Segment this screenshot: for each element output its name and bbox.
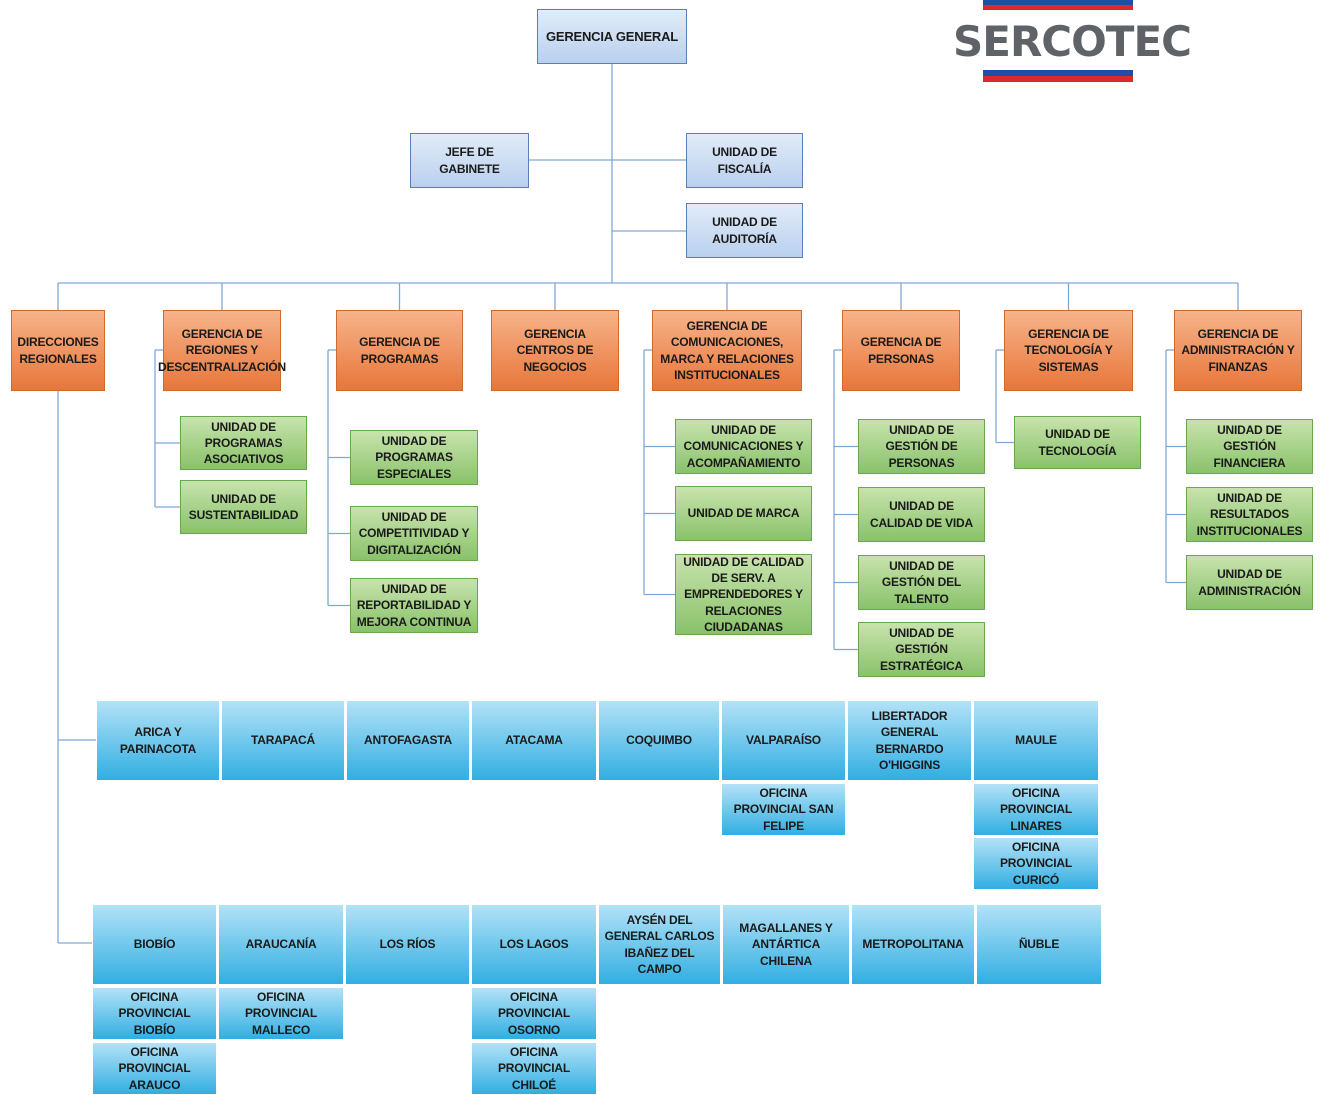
region-box-row1-3: ATACAMA	[471, 700, 597, 781]
oficina-box-row1-5-0: OFICINA PROVINCIAL SAN FELIPE	[721, 783, 846, 836]
oficina-box-row2-3-0: OFICINA PROVINCIAL OSORNO	[471, 987, 597, 1040]
unidad-box-2-2: UNIDAD DE REPORTABILIDAD Y MEJORA CONTIN…	[350, 578, 478, 633]
region-box-row1-1: TARAPACÁ	[221, 700, 345, 781]
unidad-box-1-1: UNIDAD DE SUSTENTABILIDAD	[180, 480, 307, 534]
region-box-row2-2: LOS RÍOS	[345, 904, 470, 985]
unidad-auditoria-box: UNIDAD DE AUDITORÍA	[686, 203, 803, 258]
gerencia-box-4: GERENCIA DE COMUNICACIONES, MARCA Y RELA…	[652, 310, 802, 391]
region-box-row2-0: BIOBÍO	[92, 904, 217, 985]
oficina-box-row1-7-1: OFICINA PROVINCIAL CURICÓ	[973, 837, 1099, 890]
unidad-box-2-1: UNIDAD DE COMPETITIVIDAD Y DIGITALIZACIÓ…	[350, 506, 478, 561]
unidad-box-4-1: UNIDAD DE MARCA	[675, 486, 812, 541]
oficina-box-row1-7-0: OFICINA PROVINCIAL LINARES	[973, 783, 1099, 836]
gerencia-box-3: GERENCIA CENTROS DE NEGOCIOS	[491, 310, 619, 391]
region-box-row2-1: ARAUCANÍA	[218, 904, 344, 985]
logo-flag-stripe-top	[983, 0, 1133, 10]
region-box-row2-3: LOS LAGOS	[471, 904, 597, 985]
unidad-fiscalia-box: UNIDAD DE FISCALÍA	[686, 133, 803, 188]
oficina-box-row2-3-1: OFICINA PROVINCIAL CHILOÉ	[471, 1042, 597, 1095]
oficina-box-row2-0-0: OFICINA PROVINCIAL BIOBÍO	[92, 987, 217, 1040]
gerencia-general-box: GERENCIA GENERAL	[537, 9, 687, 64]
region-box-row1-0: ARICA Y PARINACOTA	[96, 700, 220, 781]
oficina-box-row2-1-0: OFICINA PROVINCIAL MALLECO	[218, 987, 344, 1040]
gerencia-box-0: DIRECCIONES REGIONALES	[11, 310, 105, 391]
unidad-box-6-0: UNIDAD DE TECNOLOGÍA	[1014, 416, 1141, 469]
region-box-row1-2: ANTOFAGASTA	[346, 700, 470, 781]
unidad-box-1-0: UNIDAD DE PROGRAMAS ASOCIATIVOS	[180, 416, 307, 470]
region-box-row2-5: MAGALLANES Y ANTÁRTICA CHILENA	[722, 904, 850, 985]
unidad-box-7-1: UNIDAD DE RESULTADOS INSTITUCIONALES	[1186, 487, 1313, 542]
region-box-row1-6: LIBERTADOR GENERAL BERNARDO O'HIGGINS	[847, 700, 972, 781]
gerencia-box-2: GERENCIA DE PROGRAMAS	[336, 310, 463, 391]
logo-flag-stripe-bottom	[983, 70, 1133, 82]
unidad-box-5-0: UNIDAD DE GESTIÓN DE PERSONAS	[858, 419, 985, 474]
unidad-box-4-2: UNIDAD DE CALIDAD DE SERV. A EMPRENDEDOR…	[675, 554, 812, 635]
gerencia-box-1: GERENCIA DE REGIONES Y DESCENTRALIZACIÓN	[158, 310, 286, 391]
unidad-box-4-0: UNIDAD DE COMUNICACIONES Y ACOMPAÑAMIENT…	[675, 419, 812, 474]
region-box-row1-5: VALPARAÍSO	[721, 700, 846, 781]
gerencia-box-7: GERENCIA DE ADMINISTRACIÓN Y FINANZAS	[1174, 310, 1302, 391]
region-box-row1-7: MAULE	[973, 700, 1099, 781]
region-box-row1-4: COQUIMBO	[598, 700, 720, 781]
unidad-box-5-2: UNIDAD DE GESTIÓN DEL TALENTO	[858, 555, 985, 610]
region-box-row2-7: ÑUBLE	[976, 904, 1102, 985]
unidad-box-7-2: UNIDAD DE ADMINISTRACIÓN	[1186, 555, 1313, 610]
jefe-de-gabinete-box: JEFE DE GABINETE	[410, 133, 529, 188]
unidad-box-5-1: UNIDAD DE CALIDAD DE VIDA	[858, 487, 985, 542]
unidad-box-2-0: UNIDAD DE PROGRAMAS ESPECIALES	[350, 430, 478, 485]
logo-wordmark: SERCOTEC	[953, 17, 1192, 66]
region-box-row2-4: AYSÉN DEL GENERAL CARLOS IBAÑEZ DEL CAMP…	[598, 904, 721, 985]
region-box-row2-6: METROPOLITANA	[851, 904, 975, 985]
unidad-box-7-0: UNIDAD DE GESTIÓN FINANCIERA	[1186, 419, 1313, 474]
sercotec-logo: SERCOTEC	[953, 0, 1192, 86]
unidad-box-5-3: UNIDAD DE GESTIÓN ESTRATÉGICA	[858, 622, 985, 677]
gerencia-box-5: GERENCIA DE PERSONAS	[842, 310, 960, 391]
gerencia-box-6: GERENCIA DE TECNOLOGÍA Y SISTEMAS	[1004, 310, 1133, 391]
oficina-box-row2-0-1: OFICINA PROVINCIAL ARAUCO	[92, 1042, 217, 1095]
